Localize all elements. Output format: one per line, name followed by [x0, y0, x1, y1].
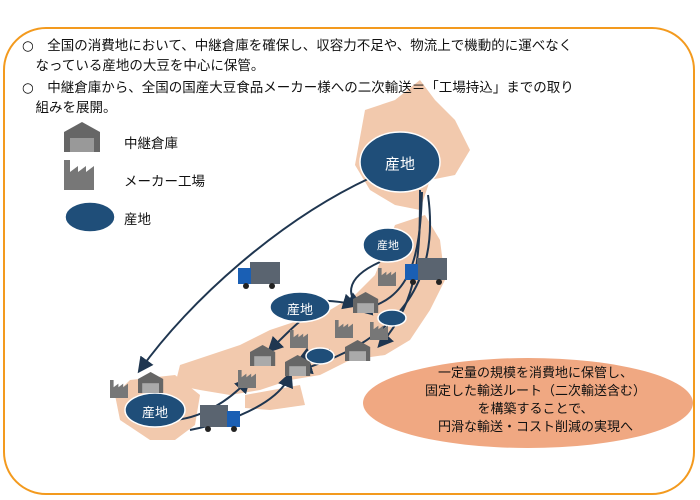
content-border [3, 27, 695, 495]
area-kanto [377, 309, 407, 327]
legend-factory-icon [64, 160, 94, 190]
note-line: 円滑な輸送・コスト削減の実現へ [437, 420, 633, 435]
label-chubu: 産地 [286, 303, 313, 318]
note-line: を構築することで、 [477, 402, 594, 417]
label-tohoku: 産地 [377, 239, 399, 252]
label-kyushu: 産地 [141, 406, 168, 421]
area-kinki [305, 347, 335, 365]
note-line: 一定量の規模を消費地に保管し、 [437, 366, 633, 381]
area-tohoku [362, 227, 414, 263]
factories [64, 160, 396, 398]
summary-note: 一定量の規模を消費地に保管し、 固定した輸送ルート（二次輸送含む） を構築するこ… [378, 365, 693, 437]
bullet-1: ○ 全国の消費地において、中継倉庫を確保し、収容力不足や、物流上で機動的に運べな… [22, 38, 573, 74]
legend-warehouse-label: 中継倉庫 [124, 136, 178, 152]
legend-factory-label: メーカー工場 [124, 174, 205, 190]
label-hokkaido: 産地 [384, 155, 415, 173]
area-chubu [269, 291, 331, 323]
production-areas [64, 131, 441, 428]
trucks [200, 258, 447, 432]
note-line: 固定した輸送ルート（二次輸送含む） [424, 384, 646, 399]
legend-warehouse-icon [64, 122, 100, 152]
legend-production-area-icon [64, 201, 116, 233]
legend-area-label: 産地 [124, 212, 151, 228]
bullet-2: ○ 中継倉庫から、全国の国産大豆食品メーカー様への二次輸送＝「工場持込」までの取… [22, 80, 574, 116]
warehouses [64, 122, 379, 393]
area-hokkaido [359, 131, 441, 193]
note-ellipse [363, 358, 693, 448]
